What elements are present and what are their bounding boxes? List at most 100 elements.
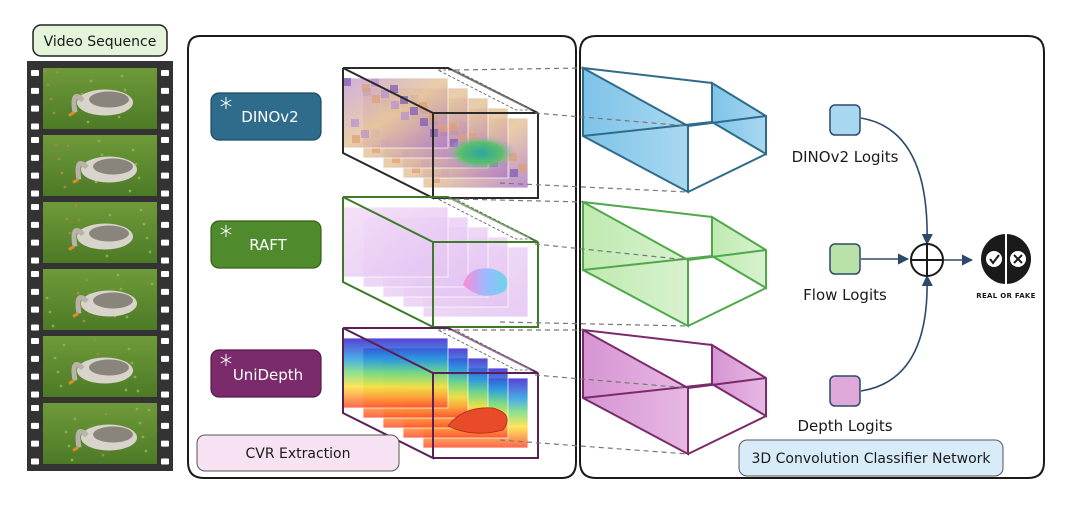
- video-frame: [43, 403, 157, 464]
- sprocket-hole: [161, 458, 169, 465]
- sprocket-hole: [161, 271, 169, 277]
- sprocket-hole: [31, 306, 39, 313]
- sprocket-hole: [31, 190, 39, 197]
- snowflake-icon: [220, 225, 232, 237]
- conv3d-block-depth: [582, 328, 767, 456]
- sprocket-hole: [161, 105, 169, 112]
- sprocket-hole: [31, 458, 39, 465]
- model-dinov2-label: DINOv2: [241, 108, 298, 126]
- model-dinov2: DINOv2: [210, 92, 322, 141]
- conv3d-block-dinov2: [582, 66, 767, 194]
- volume-frame: [342, 196, 539, 329]
- arrow-dinov2-to-fusion: [860, 117, 933, 246]
- snowflake-icon: [220, 354, 232, 366]
- logit-dinov2-label: DINOv2 Logits: [792, 148, 899, 166]
- sprocket-hole: [161, 338, 169, 344]
- video-frame: [43, 68, 157, 129]
- sprocket-hole: [161, 355, 169, 362]
- cvr-extraction-panel: DINOv2 RAFT UniDepth CVR Extraction: [187, 35, 577, 479]
- sprocket-hole: [161, 405, 169, 411]
- sprocket-hole: [161, 87, 169, 94]
- real-or-fake-icon: [981, 234, 1031, 284]
- logit-flow: Flow Logits: [803, 243, 887, 304]
- cvr-extraction-label: CVR Extraction: [246, 446, 351, 462]
- classifier-label: 3D Convolution Classifier Network: [751, 451, 991, 467]
- sprocket-hole: [31, 355, 39, 362]
- video-frame: [43, 336, 157, 397]
- sprocket-hole: [161, 324, 169, 331]
- sprocket-hole: [31, 172, 39, 179]
- sprocket-hole: [31, 105, 39, 112]
- conv3d-block-flow: [582, 200, 767, 328]
- classifier-panel: DINOv2 Logits Flow Logits Depth Logits: [454, 35, 1045, 479]
- circle-plus-icon: [910, 243, 944, 277]
- dashed-connector: [534, 112, 689, 127]
- sprocket-hole: [161, 172, 169, 179]
- classifier-label-box: [738, 439, 1004, 477]
- snowflake-icon: [220, 97, 232, 109]
- model-dinov2-box: [210, 92, 322, 141]
- sprocket-hole: [31, 324, 39, 331]
- dashed-connector: [454, 67, 584, 71]
- sprocket-hole: [31, 288, 39, 295]
- sprocket-hole: [161, 306, 169, 313]
- sprocket-hole: [161, 123, 169, 130]
- conv3d-blocks: [582, 66, 767, 456]
- dashed-connector: [499, 439, 689, 455]
- model-unidepth: UniDepth: [210, 349, 322, 398]
- sprocket-hole: [161, 70, 169, 76]
- model-unidepth-label: UniDepth: [233, 366, 303, 384]
- sprocket-hole: [161, 440, 169, 447]
- volume-to-conv-connectors: [454, 67, 689, 455]
- sprocket-hole: [31, 70, 39, 76]
- arrow-depth-to-fusion: [860, 274, 933, 392]
- sprocket-hole: [161, 422, 169, 429]
- dashed-connector: [454, 198, 584, 203]
- video-sequence-label: Video Sequence: [44, 34, 157, 50]
- sprocket-hole: [161, 190, 169, 197]
- sprocket-hole: [31, 338, 39, 344]
- feature-volumes: [342, 67, 539, 460]
- sprocket-hole: [161, 288, 169, 295]
- logit-depth-label: Depth Logits: [797, 417, 892, 435]
- film-strip: [27, 61, 173, 471]
- video-sequence-label-box: [32, 24, 168, 57]
- model-unidepth-box: [210, 349, 322, 398]
- sprocket-hole: [31, 137, 39, 143]
- video-frame: [43, 202, 157, 263]
- logit-dinov2: DINOv2 Logits: [792, 104, 899, 166]
- sprocket-hole: [31, 422, 39, 429]
- sprocket-hole: [31, 87, 39, 94]
- sprocket-hole: [161, 137, 169, 143]
- sprocket-hole: [31, 123, 39, 130]
- dashed-connector: [534, 374, 689, 389]
- model-raft: RAFT: [210, 220, 322, 269]
- output-label: REAL OR FAKE: [976, 292, 1035, 300]
- sprocket-hole: [161, 154, 169, 161]
- video-frame: [43, 269, 157, 330]
- model-raft-box: [210, 220, 322, 269]
- feature-volume-flow: [342, 196, 539, 329]
- sprocket-hole: [161, 373, 169, 380]
- sprocket-hole: [31, 373, 39, 380]
- feature-volume-dinov2: [342, 67, 539, 200]
- cvr-extraction-border: [187, 35, 577, 479]
- cvr-extraction-label-box: [196, 434, 400, 472]
- sprocket-hole: [161, 257, 169, 264]
- dashed-connector: [534, 243, 689, 261]
- video-sequence: Video Sequence: [27, 24, 173, 471]
- logit-depth-square: [829, 375, 861, 407]
- classifier-border: [579, 35, 1045, 479]
- dashed-connector: [499, 321, 689, 327]
- sprocket-hole: [161, 239, 169, 246]
- sprocket-hole: [31, 239, 39, 246]
- sprocket-hole: [31, 154, 39, 161]
- sprocket-hole: [161, 204, 169, 210]
- logit-flow-square: [829, 243, 861, 275]
- sprocket-hole: [31, 257, 39, 264]
- sprocket-hole: [161, 391, 169, 398]
- feature-volume-depth: [342, 327, 539, 460]
- sprocket-hole: [161, 221, 169, 228]
- logit-dinov2-square: [829, 104, 861, 136]
